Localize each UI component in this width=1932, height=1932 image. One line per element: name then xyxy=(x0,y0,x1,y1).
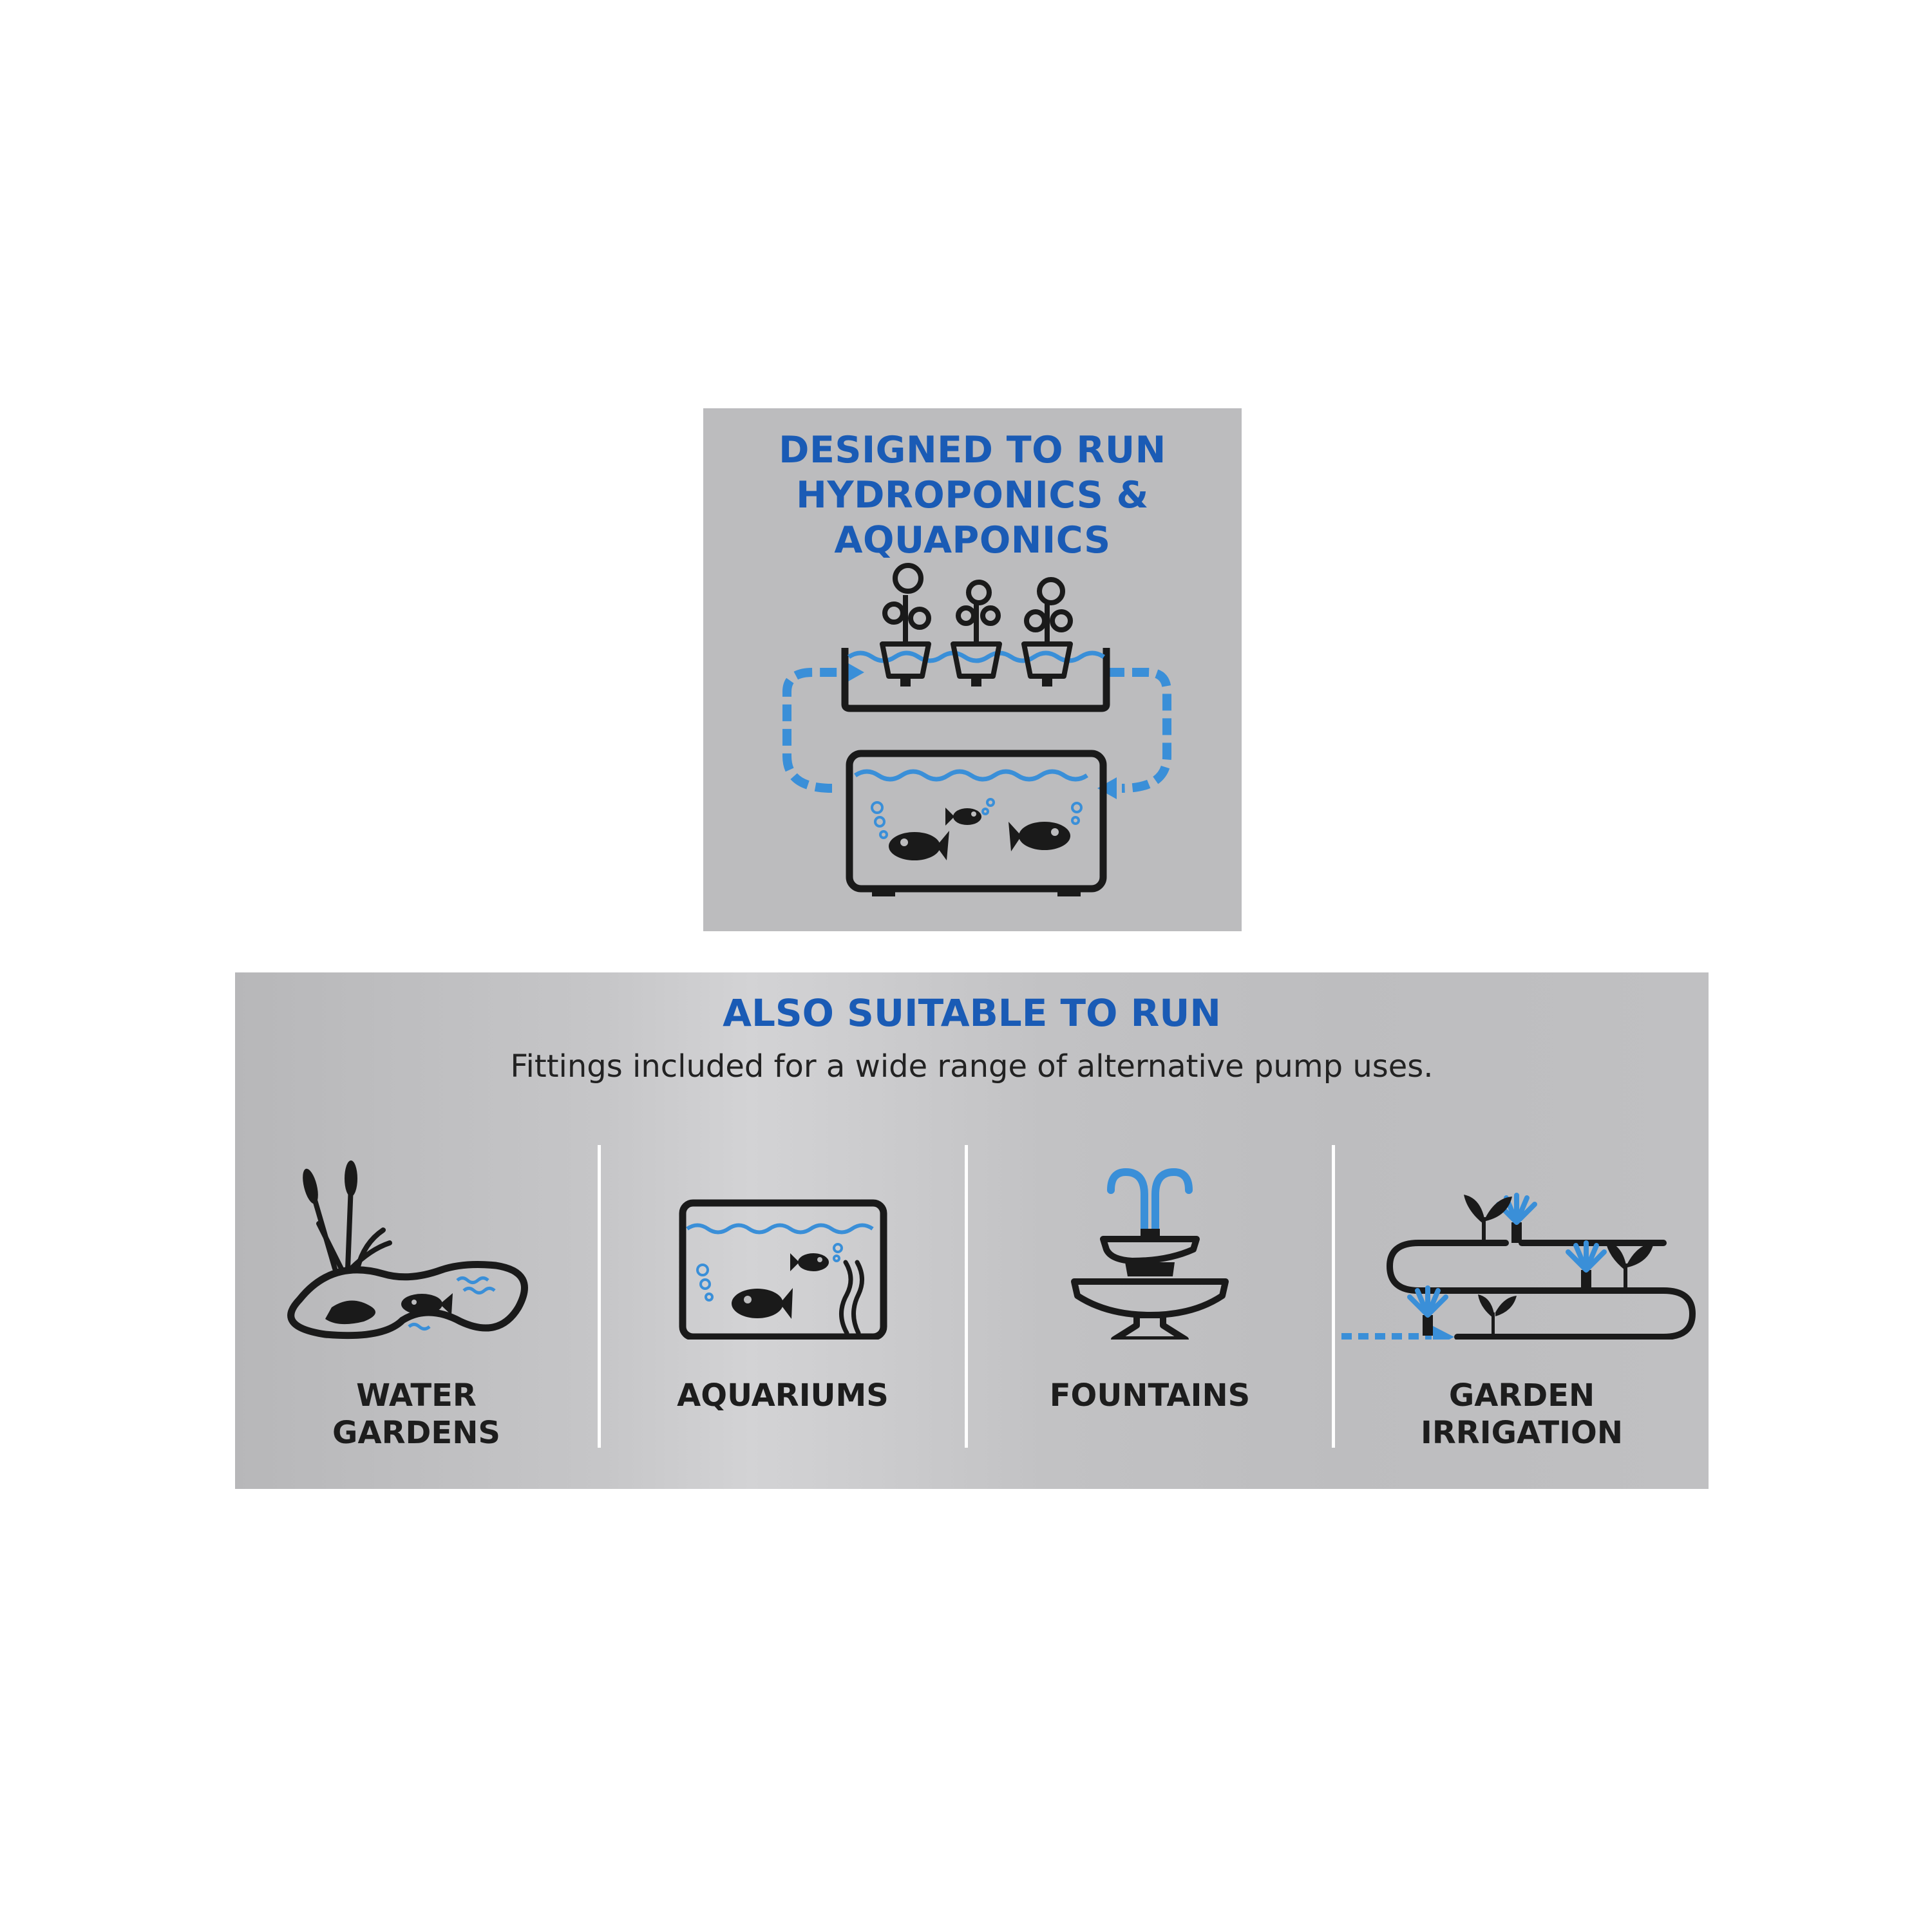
use-label: FOUNTAINS xyxy=(968,1377,1332,1414)
use-label-line: WATER xyxy=(356,1378,477,1414)
hydroponics-panel: DESIGNED TO RUN HYDROPONICS & AQUAPONICS xyxy=(703,408,1242,931)
use-label-line: FOUNTAINS xyxy=(1049,1378,1251,1414)
use-label-line: AQUARIUMS xyxy=(677,1378,889,1414)
use-garden-irrigation: GARDEN IRRIGATION xyxy=(1335,1133,1709,1468)
fountain-icon xyxy=(1071,1168,1229,1340)
irrigation-icon xyxy=(1341,1193,1696,1340)
designed-title-line-3: AQUAPONICS xyxy=(834,519,1111,562)
use-label: WATER GARDENS xyxy=(235,1377,598,1452)
alternative-uses-panel: ALSO SUITABLE TO RUN Fittings included f… xyxy=(235,972,1709,1489)
suitable-subtitle: Fittings included for a wide range of al… xyxy=(510,1048,1434,1084)
designed-title-line-1: DESIGNED TO RUN xyxy=(779,429,1166,471)
use-label-line: GARDEN xyxy=(1448,1378,1595,1414)
use-fountains: FOUNTAINS xyxy=(968,1133,1332,1468)
use-aquariums: AQUARIUMS xyxy=(601,1133,965,1468)
aquarium-icon xyxy=(679,1199,887,1340)
use-label-line: GARDENS xyxy=(332,1415,500,1451)
use-water-gardens: WATER GARDENS xyxy=(235,1133,598,1468)
pond-icon xyxy=(287,1160,528,1340)
divider xyxy=(598,1145,601,1448)
suitable-title: ALSO SUITABLE TO RUN xyxy=(723,991,1221,1035)
use-label: GARDEN IRRIGATION xyxy=(1335,1377,1709,1452)
hydroponics-aquaponics-loop-icon xyxy=(782,563,1171,896)
designed-title: DESIGNED TO RUN HYDROPONICS & AQUAPONICS xyxy=(703,428,1242,563)
divider xyxy=(965,1145,968,1448)
use-label-line: IRRIGATION xyxy=(1420,1415,1624,1451)
use-label: AQUARIUMS xyxy=(601,1377,965,1414)
designed-title-line-2: HYDROPONICS & xyxy=(796,474,1149,516)
divider xyxy=(1332,1145,1335,1448)
